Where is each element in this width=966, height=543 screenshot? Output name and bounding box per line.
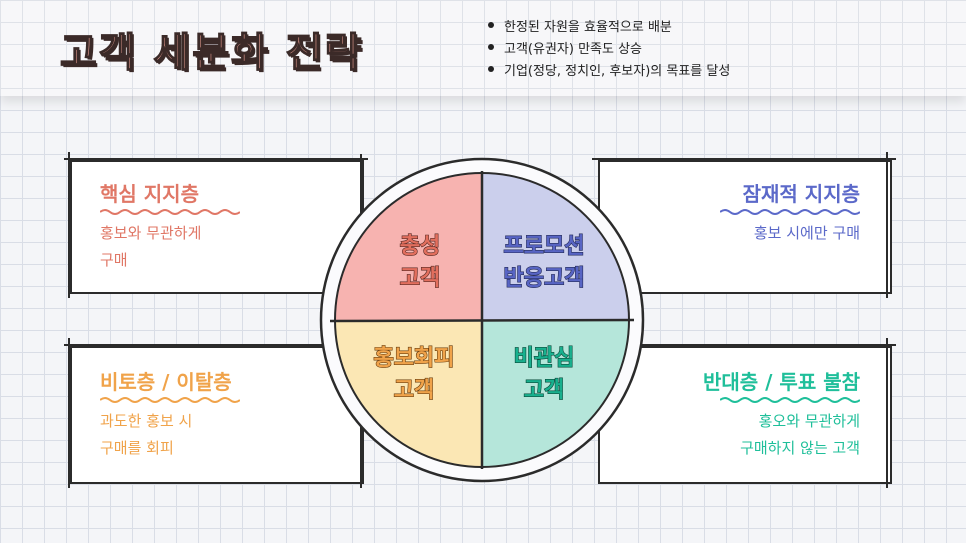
bullet-item: 기업(정당, 정치인, 후보자)의 목표를 달성 [488,58,730,80]
header-band [0,0,966,96]
sketch-line [592,344,896,346]
sketch-line [886,152,888,298]
avoid-label-2: 고객 [394,378,434,403]
sketch-line [68,338,70,488]
quadrant-indifferent [482,320,629,467]
opposition-underline-icon [720,397,860,403]
opposition-title: 반대층 / 투표 불참 [703,370,860,394]
potential-underline-icon [720,209,860,215]
card-veto-segment: 비토층 / 이탈층 과도한 홍보 시 구매를 회피 [70,346,364,484]
promo-label-1: 프로모션 [504,234,585,259]
card-core-supporters: 핵심 지지층 홍보와 무관하게 구매 [70,160,364,294]
opposition-desc: 홍오와 무관하게 구매하지 않는 고객 [740,412,860,457]
card-opposition-segment: 반대층 / 투표 불참 홍오와 무관하게 구매하지 않는 고객 [598,346,892,484]
bullet-dot-icon [488,22,494,28]
core-underline-icon [100,209,240,215]
bullet-dot-icon [488,44,494,50]
potential-title: 잠재적 지지층 [742,182,860,206]
veto-underline-icon [100,397,240,403]
sketch-line [592,158,896,160]
quadrant-avoid [335,320,482,467]
card-potential-supporters: 잠재적 지지층 홍보 시에만 구매 [598,160,892,294]
divider-horizontal [329,318,635,323]
potential-desc: 홍보 시에만 구매 [753,224,860,242]
core-title: 핵심 지지층 [100,182,199,206]
veto-desc: 과도한 홍보 시 구매를 회피 [100,412,193,457]
sketch-line [68,152,70,298]
summary-bullets: 한정된 자원을 효율적으로 배분 고객(유권자) 만족도 상승 기업(정당, 정… [488,14,730,80]
bullet-dot-icon [488,66,494,72]
loyal-label-2: 고객 [400,266,440,291]
segmentation-circle: 충성 고객 프로모션 반응고객 홍보회피 고객 비관심 고객 [319,157,645,483]
page-title: 고객 세분화 전략 [59,29,364,77]
core-desc: 홍보와 무관하게 구매 [100,224,202,269]
indifferent-label-1: 비관심 [514,346,575,371]
loyal-label-1: 충성 [400,234,440,259]
quadrant-promo [482,173,629,320]
bullet-item: 고객(유권자) 만족도 상승 [488,36,730,58]
quadrant-loyal [335,173,482,320]
sketch-line [64,158,368,160]
avoid-label-1: 홍보회피 [374,346,455,371]
indifferent-label-2: 고객 [524,378,564,403]
bullet-item: 한정된 자원을 효율적으로 배분 [488,14,730,36]
sketch-line [886,338,888,488]
sketch-line [64,344,368,346]
veto-title: 비토층 / 이탈층 [100,370,232,394]
promo-label-2: 반응고객 [504,266,585,291]
